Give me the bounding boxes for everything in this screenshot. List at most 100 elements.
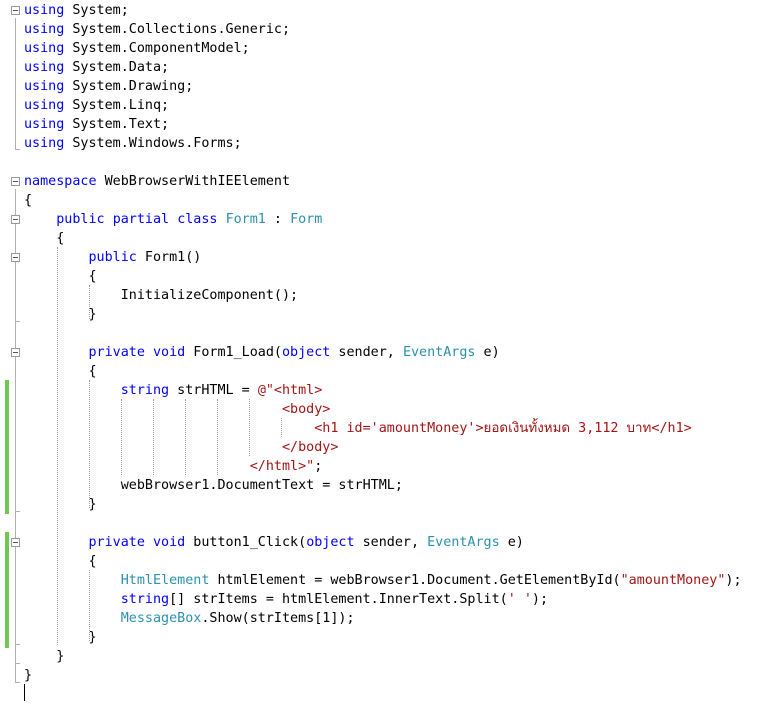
code-line-36[interactable]: }	[24, 666, 32, 685]
code-text: System.Text;	[64, 117, 170, 132]
code-line-23[interactable]: <h1 id='amountMoney'>ยอดเงินทั้งหมด 3,11…	[24, 419, 691, 438]
outline-end	[15, 682, 20, 683]
collapse-toggle-icon[interactable]	[11, 177, 20, 186]
keyword: using	[24, 79, 65, 94]
code-line-5[interactable]: using System.Drawing;	[24, 77, 193, 96]
code-text: );	[531, 592, 549, 607]
string-literal: </body>	[281, 440, 339, 455]
code-line-34[interactable]: }	[24, 628, 97, 647]
code-text	[145, 535, 153, 550]
code-text	[24, 421, 314, 436]
code-line-29[interactable]: private void button1_Click(object sender…	[24, 533, 524, 552]
code-line-20[interactable]: {	[24, 362, 96, 381]
code-line-33[interactable]: MessageBox.Show(strItems[1]);	[24, 609, 355, 628]
string-literal: </html>"	[249, 459, 315, 474]
keyword: using	[24, 41, 65, 56]
collapse-toggle-icon[interactable]	[11, 6, 20, 15]
code-text	[24, 535, 89, 550]
code-text: {	[24, 554, 97, 569]
collapse-toggle-icon[interactable]	[11, 538, 20, 547]
collapse-toggle-icon[interactable]	[11, 253, 20, 262]
code-text: System.Linq;	[64, 98, 170, 113]
code-line-27[interactable]: }	[24, 495, 96, 514]
code-line-6[interactable]: using System.Linq;	[24, 96, 169, 115]
keyword: using	[24, 98, 65, 113]
code-line-13[interactable]: {	[24, 229, 64, 248]
code-line-1[interactable]: using System;	[24, 1, 129, 20]
code-line-35[interactable]: }	[24, 647, 64, 666]
code-line-15[interactable]: {	[24, 267, 97, 286]
code-text: [] strItems = htmlElement.InnerText.Spli…	[169, 592, 508, 607]
type-name: EventArgs	[402, 345, 476, 360]
code-line-22[interactable]: <body>	[24, 400, 330, 419]
indent-guide	[89, 570, 90, 641]
code-line-26[interactable]: webBrowser1.DocumentText = strHTML;	[24, 476, 403, 495]
code-line-8[interactable]: using System.Windows.Forms;	[24, 134, 242, 153]
code-text: }	[24, 649, 65, 664]
type-name: HtmlElement	[120, 573, 210, 588]
code-text	[24, 440, 282, 455]
keyword: string	[120, 592, 170, 607]
outline-line	[15, 189, 16, 683]
outline-end	[15, 663, 20, 664]
code-text: {	[24, 231, 65, 246]
code-text	[24, 573, 121, 588]
code-text	[145, 345, 153, 360]
code-line-4[interactable]: using System.Data;	[24, 58, 169, 77]
code-text	[169, 212, 177, 227]
code-line-25[interactable]: </html>";	[24, 457, 323, 476]
keyword: class	[177, 212, 218, 227]
code-line-32[interactable]: string[] strItems = htmlElement.InnerTex…	[24, 590, 548, 609]
code-text	[24, 459, 250, 474]
keyword: using	[24, 117, 65, 132]
code-text: Form1_Load(	[185, 345, 282, 360]
keyword: void	[153, 535, 186, 550]
code-text	[24, 345, 89, 360]
code-line-10[interactable]: namespace WebBrowserWithIEElement	[24, 172, 290, 191]
code-line-2[interactable]: using System.Collections.Generic;	[24, 20, 290, 39]
collapse-toggle-icon[interactable]	[11, 348, 20, 357]
change-bar	[5, 532, 9, 648]
code-text	[105, 212, 113, 227]
keyword: public	[56, 212, 105, 227]
code-line-7[interactable]: using System.Text;	[24, 115, 169, 134]
keyword: using	[24, 136, 65, 151]
code-text: ;	[314, 459, 323, 474]
outline-end	[15, 511, 20, 512]
code-line-19[interactable]: private void Form1_Load(object sender, E…	[24, 343, 500, 362]
code-text: InitializeComponent();	[24, 288, 299, 303]
keyword: namespace	[24, 174, 97, 189]
code-text: :	[265, 212, 291, 227]
string-literal: <body>	[281, 402, 331, 417]
code-line-24[interactable]: </body>	[24, 438, 338, 457]
outline-end	[15, 644, 20, 645]
code-text: e)	[499, 535, 524, 550]
type-name: Form	[290, 212, 323, 227]
code-line-31[interactable]: HtmlElement htmlElement = webBrowser1.Do…	[24, 571, 742, 590]
code-line-12[interactable]: public partial class Form1 : Form	[24, 210, 322, 229]
code-line-3[interactable]: using System.ComponentModel;	[24, 39, 250, 58]
indent-guide	[281, 418, 282, 437]
code-line-30[interactable]: {	[24, 552, 97, 571]
collapse-toggle-icon[interactable]	[11, 215, 20, 224]
type-name: EventArgs	[427, 535, 500, 550]
outline-end	[15, 149, 20, 150]
code-text: sender,	[354, 535, 428, 550]
keyword: using	[24, 3, 65, 18]
code-line-14[interactable]: public Form1()	[24, 248, 202, 267]
code-line-17[interactable]: }	[24, 305, 96, 324]
code-text: Form1()	[136, 250, 202, 265]
code-text: }	[24, 630, 97, 645]
indent-guide	[249, 399, 250, 456]
code-text: {	[24, 193, 33, 208]
code-line-21[interactable]: string strHTML = @"<html>	[24, 381, 323, 400]
keyword: object	[306, 535, 355, 550]
keyword: using	[24, 22, 65, 37]
code-text: {	[24, 269, 97, 284]
indent-guide	[89, 285, 90, 319]
code-line-11[interactable]: {	[24, 191, 32, 210]
code-text: System.Windows.Forms;	[64, 136, 242, 151]
code-line-16[interactable]: InitializeComponent();	[24, 286, 298, 305]
code-text: System.Data;	[64, 60, 170, 75]
